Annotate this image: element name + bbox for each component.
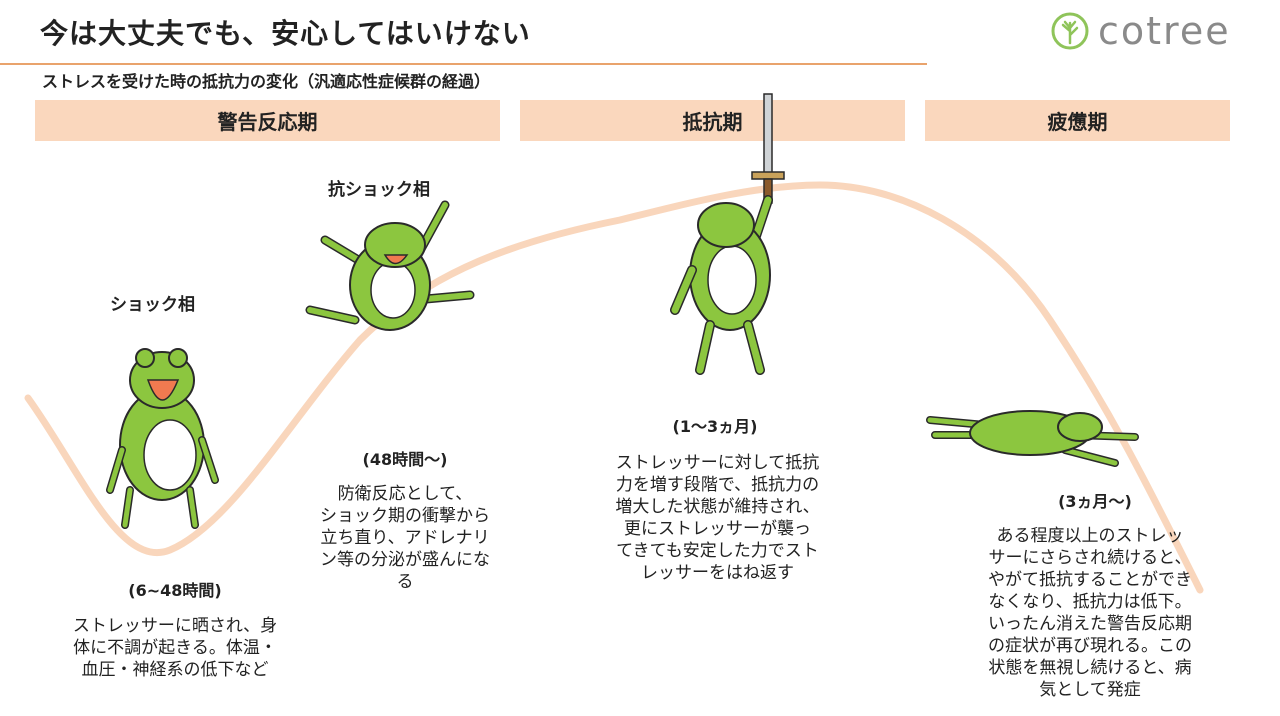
sword-frog-illustration bbox=[670, 93, 785, 375]
counter-shock-description-line: る bbox=[396, 572, 414, 592]
exhaustion-description-line: ある程度以上のストレッ bbox=[996, 526, 1184, 546]
shock-duration: (6~48時間) bbox=[128, 581, 222, 600]
counter-shock-description-line: 立ち直り、アドレナリ bbox=[320, 528, 490, 548]
exhaustion-description-line: なくなり、抵抗力は低下。 bbox=[988, 592, 1192, 612]
shock-description-line: 体に不調が起きる。体温・ bbox=[73, 638, 277, 658]
phase-alarm-label: 警告反応期 bbox=[217, 110, 318, 134]
phase-alarm: 警告反応期 bbox=[35, 100, 500, 141]
resistance-description-line: 更にストレッサーが襲っ bbox=[624, 519, 811, 539]
exhaustion-description-line: やがて抵抗することができ bbox=[988, 570, 1192, 590]
resistance-description-line: レッサーをはね返す bbox=[641, 563, 794, 583]
logo-text: cotree bbox=[1098, 9, 1231, 53]
phase-resistance-label: 抵抗期 bbox=[682, 110, 743, 134]
resistance-description-line: ストレッサーに対して抵抗 bbox=[615, 453, 820, 473]
counter-shock-description: 防衛反応として、 ショック期の衝撃から 立ち直り、アドレナリ ン等の分泌が盛んに… bbox=[290, 483, 520, 593]
exhaustion-description: ある程度以上のストレッ サーにさらされ続けると、 やがて抵抗することができ なく… bbox=[955, 525, 1225, 701]
phase-exhaustion: 疲憊期 bbox=[925, 100, 1230, 141]
shock-description: ストレッサーに晒され、身 体に不調が起きる。体温・ 血圧・神経系の低下など bbox=[35, 615, 315, 681]
exhausted-frog-illustration bbox=[926, 410, 1139, 467]
page-subtitle: ストレスを受けた時の抵抗力の変化（汎適応性症候群の経過） bbox=[42, 72, 491, 91]
cotree-logo: cotree bbox=[1050, 10, 1250, 52]
exhaustion-description-line: 気として発症 bbox=[1039, 680, 1141, 700]
counter-shock-duration: (48時間〜) bbox=[362, 450, 448, 469]
shock-phase-label: ショック相 bbox=[110, 295, 195, 315]
exhaustion-duration: (3ヵ月〜) bbox=[1058, 492, 1132, 511]
resistance-description: ストレッサーに対して抵抗 力を増す段階で、抵抗力の 増大した状態が維持され、 更… bbox=[580, 452, 855, 584]
resistance-description-line: 増大した状態が維持され、 bbox=[615, 497, 820, 517]
exhaustion-description-line: サーにさらされ続けると、 bbox=[988, 548, 1192, 568]
shocked-frog-illustration bbox=[106, 348, 219, 529]
page-title: 今は大丈夫でも、安心してはいけない bbox=[40, 17, 531, 50]
counter-shock-description-line: 防衛反応として、 bbox=[337, 484, 473, 504]
resistance-curve-line bbox=[24, 181, 1204, 594]
counter-shock-description-line: ショック期の衝撃から bbox=[320, 506, 490, 526]
phase-resistance: 抵抗期 bbox=[520, 100, 905, 141]
counter-shock-phase-label: 抗ショック相 bbox=[328, 180, 430, 200]
shock-description-line: 血圧・神経系の低下など bbox=[81, 660, 269, 680]
exhaustion-description-line: 状態を無視し続けると、病 bbox=[988, 658, 1192, 678]
exhaustion-description-line: いったん消えた警告反応期 bbox=[988, 614, 1192, 634]
tree-icon bbox=[1051, 12, 1089, 50]
phase-exhaustion-label: 疲憊期 bbox=[1047, 110, 1108, 134]
resistance-duration: (1〜3ヵ月) bbox=[672, 417, 758, 436]
shock-description-line: ストレッサーに晒され、身 bbox=[72, 616, 278, 636]
resistance-description-line: てきても安定した力でスト bbox=[616, 541, 819, 561]
resistance-description-line: 力を増す段階で、抵抗力の bbox=[615, 475, 820, 495]
counter-shock-frog-illustration bbox=[305, 200, 475, 331]
title-underline bbox=[0, 63, 927, 65]
counter-shock-description-line: ン等の分泌が盛んにな bbox=[320, 550, 490, 570]
exhaustion-description-line: の症状が再び現れる。この bbox=[988, 636, 1192, 656]
